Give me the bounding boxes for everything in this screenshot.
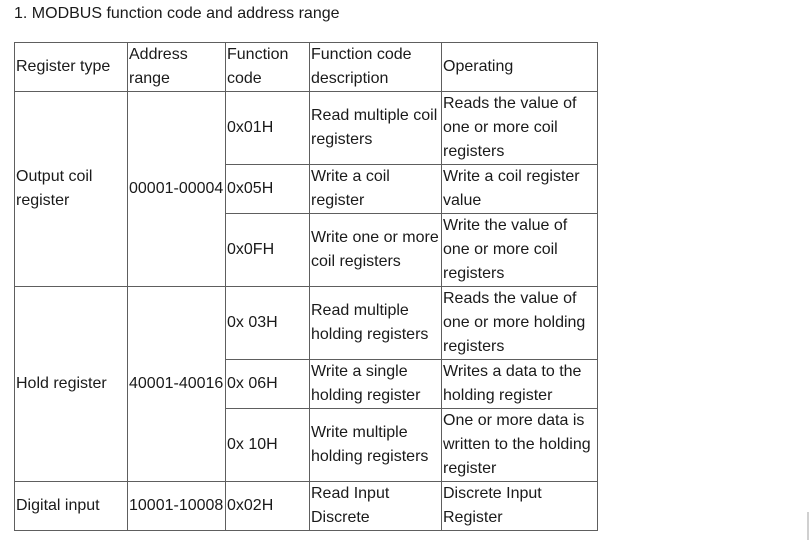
function-description-cell: Write a single holding register <box>309 359 442 409</box>
table-row: 0x05H Write a coil register Write a coil… <box>15 164 598 214</box>
function-description-cell: Read multiple holding registers <box>309 286 442 360</box>
address-range-cell: 00001-00004 <box>127 91 226 287</box>
function-code-cell: 0x 10H <box>225 408 310 482</box>
function-code-cell: 0x0FH <box>225 213 310 287</box>
function-description-cell: Write one or more coil registers <box>309 213 442 287</box>
header-function-code-description: Function code description <box>309 42 442 92</box>
header-register-type: Register type <box>14 42 128 92</box>
function-code-cell: 0x 06H <box>225 359 310 409</box>
header-operating: Operating <box>441 42 598 92</box>
header-address-range: Address range <box>127 42 226 92</box>
function-description-cell: Read multiple coil registers <box>309 91 442 165</box>
operating-cell: Discrete Input Register <box>441 481 598 531</box>
register-type-cell: Output coil register <box>14 91 128 287</box>
section-heading: 1. MODBUS function code and address rang… <box>14 5 340 22</box>
address-range-cell: 40001-40016 <box>127 286 226 482</box>
table-header-row: Register type Address range Function cod… <box>14 42 598 92</box>
scrollbar-edge[interactable] <box>807 512 809 540</box>
function-code-cell: 0x01H <box>225 91 310 165</box>
register-type-cell: Hold register <box>14 286 128 482</box>
function-description-cell: Read Input Discrete <box>309 481 442 531</box>
register-type-cell: Digital input <box>14 481 128 531</box>
function-code-cell: 0x 03H <box>225 286 310 360</box>
modbus-table: Register type Address range Function cod… <box>14 42 598 531</box>
table-row: Output coil register 00001-00004 0x01H R… <box>14 91 598 287</box>
operating-cell: One or more data is written to the holdi… <box>441 408 598 482</box>
operating-cell: Reads the value of one or more holding r… <box>441 286 598 360</box>
table-row: Hold register 40001-40016 0x 03H Read mu… <box>14 286 598 482</box>
header-function-code: Function code <box>225 42 310 92</box>
function-code-cell: 0x02H <box>225 481 310 531</box>
function-code-cell: 0x05H <box>225 164 310 214</box>
operating-cell: Reads the value of one or more coil regi… <box>441 91 598 165</box>
operating-cell: Write the value of one or more coil regi… <box>441 213 598 287</box>
table-row: Digital input 10001-10008 0x02H Read Inp… <box>14 481 598 531</box>
function-description-cell: Write a coil register <box>309 164 442 214</box>
table-row: 0x 06H Write a single holding register W… <box>15 359 598 409</box>
function-description-cell: Write multiple holding registers <box>309 408 442 482</box>
address-range-cell: 10001-10008 <box>127 481 226 531</box>
table-row: 0x0FH Write one or more coil registers W… <box>15 213 598 287</box>
operating-cell: Writes a data to the holding register <box>441 359 598 409</box>
operating-cell: Write a coil register value <box>441 164 598 214</box>
table-row: 0x 10H Write multiple holding registers … <box>15 408 598 482</box>
